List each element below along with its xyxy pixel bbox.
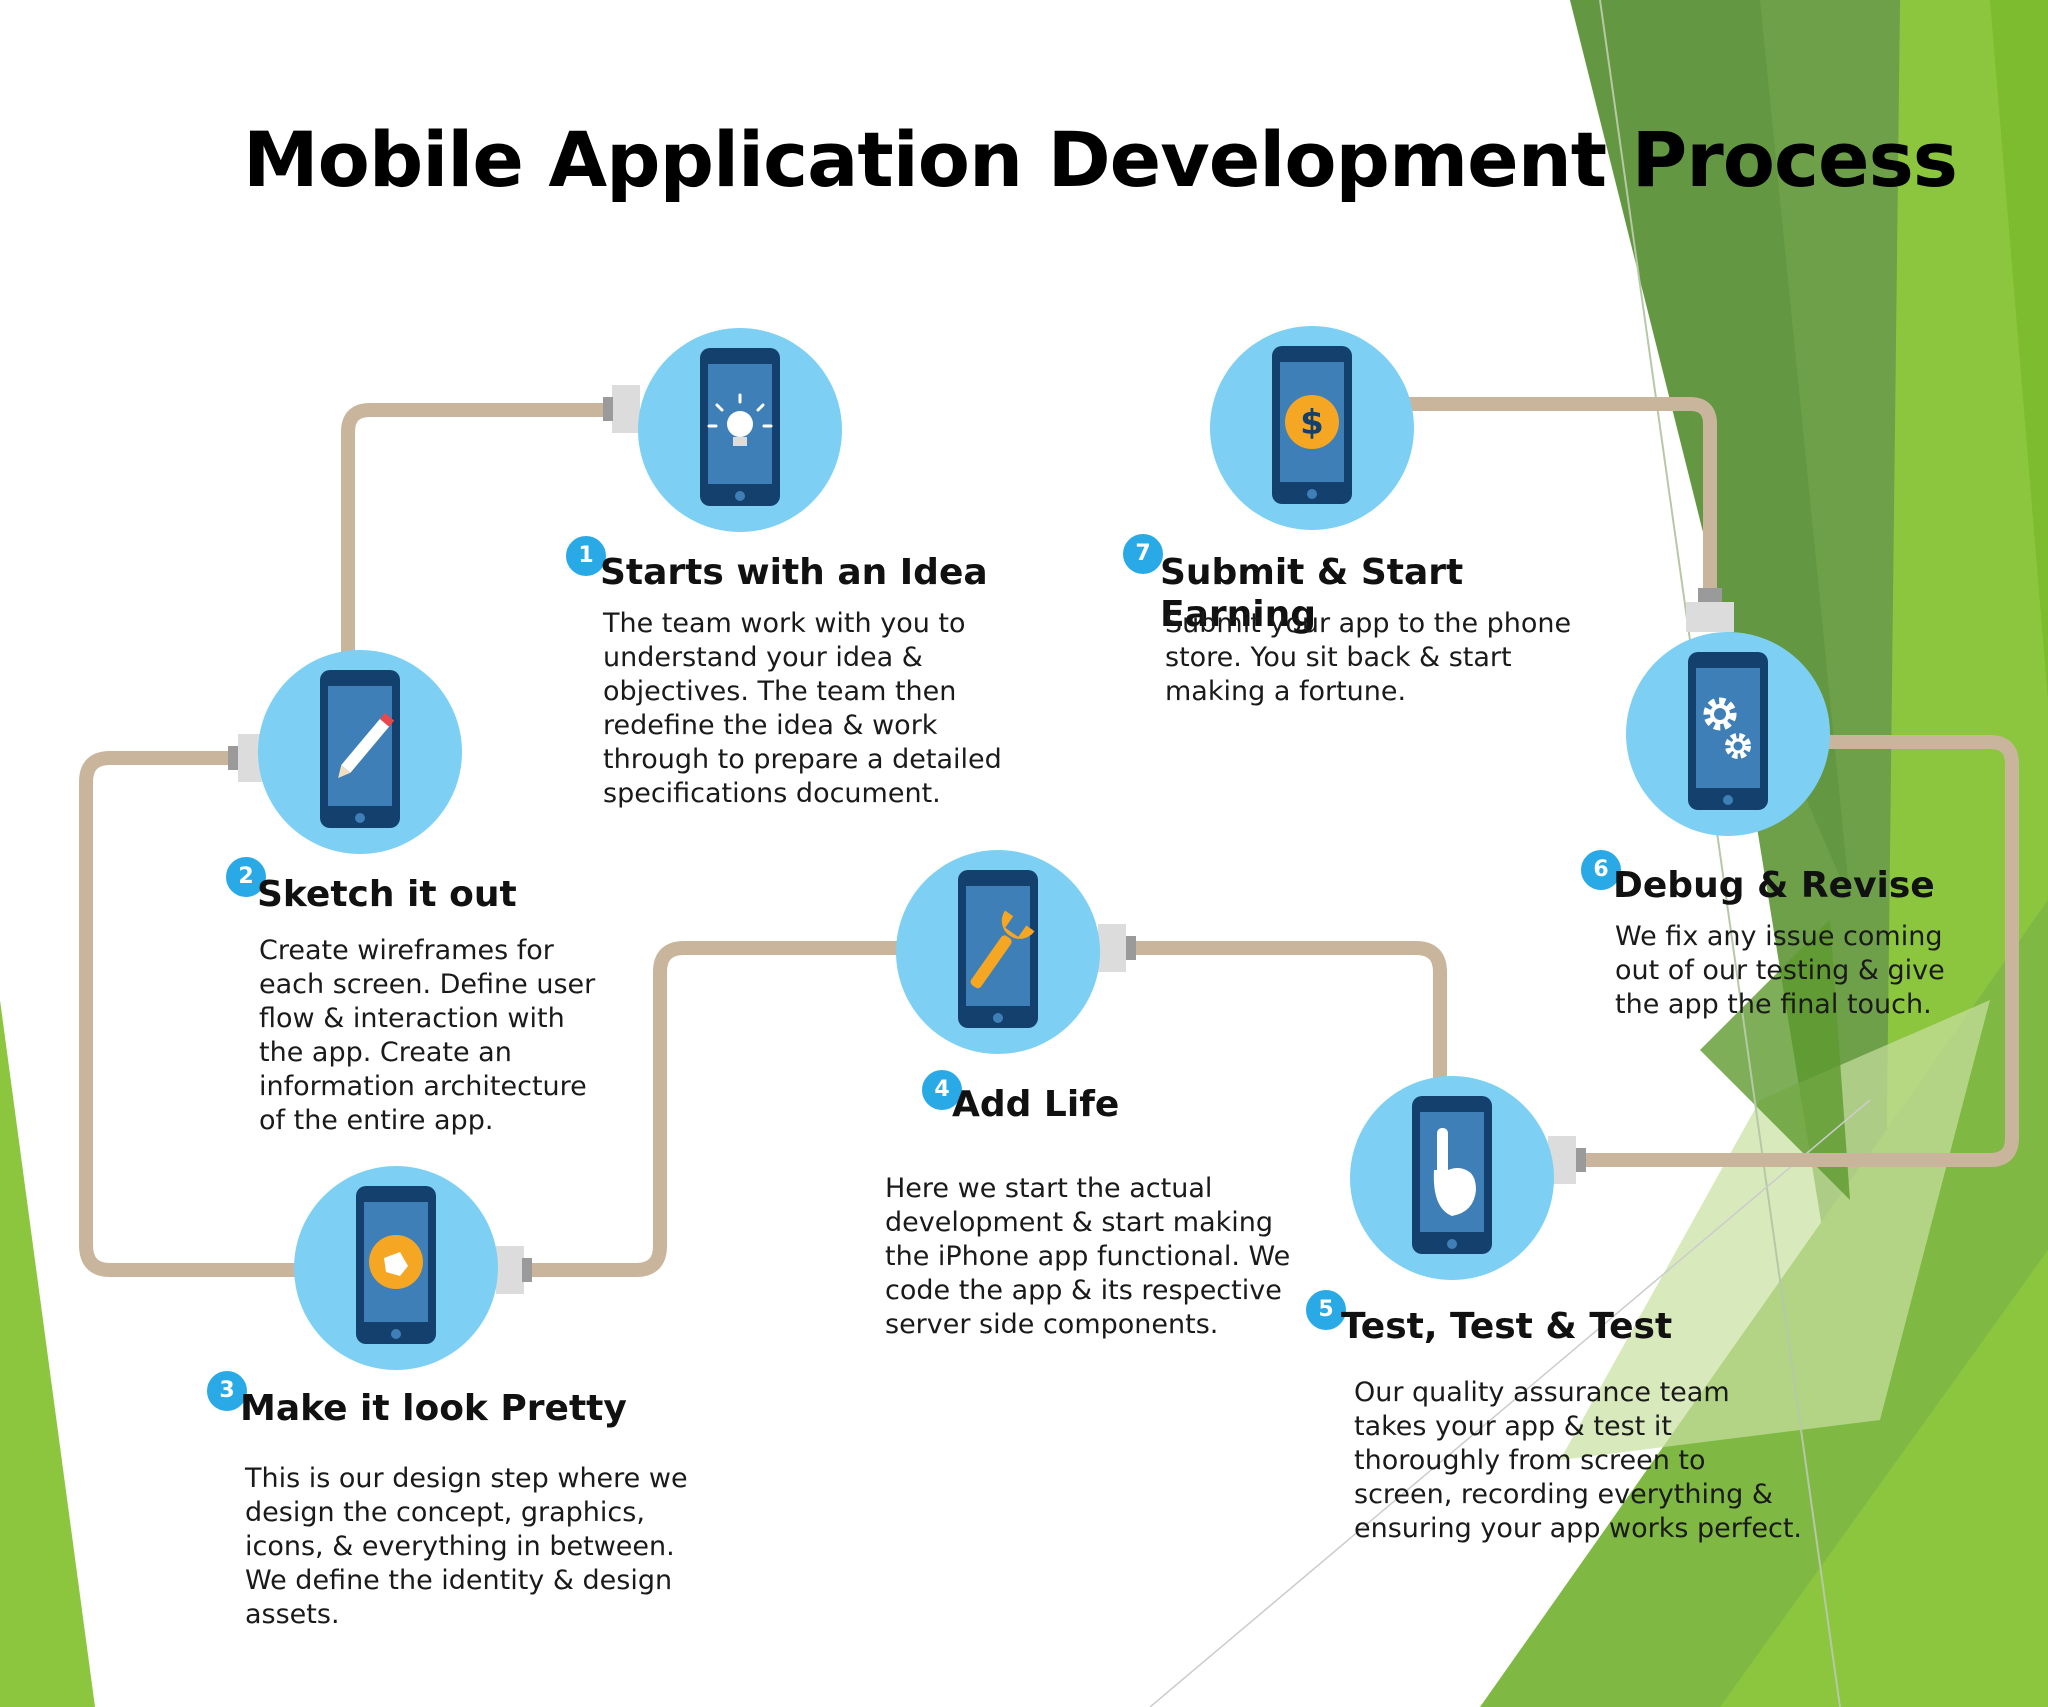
step-3-icon-group	[294, 1166, 498, 1370]
lightbulb-icon	[707, 393, 773, 446]
pencil-icon	[338, 712, 395, 779]
touch-hand-icon	[1433, 1128, 1476, 1216]
plug-life	[1098, 924, 1126, 972]
step-description: We fix any issue coming out of our testi…	[1615, 921, 1945, 1020]
step-description: Our quality assurance team takes your ap…	[1354, 1377, 1803, 1544]
step-number-badge: 5	[1303, 1287, 1349, 1333]
gears-icon	[1703, 697, 1751, 759]
step-2-icon-group	[258, 650, 462, 854]
cable-idea-to-sketch	[341, 403, 617, 667]
step-number-badge: 3	[204, 1368, 250, 1414]
cable-test-to-debug	[1553, 735, 2019, 1167]
step-title: Submit & Start Earning	[1160, 552, 1464, 635]
connector-cables	[79, 397, 2019, 1277]
step-title: Make it look Pretty	[240, 1388, 627, 1429]
step-description: The team work with you to understand you…	[603, 608, 1002, 809]
dollar-coin-icon: $	[1285, 395, 1339, 449]
step-1-icon-group	[638, 328, 842, 532]
cable-sketch-to-pretty	[79, 751, 307, 1277]
step-number-badge: 4	[919, 1067, 965, 1113]
step-5-icon-group	[1350, 1076, 1554, 1280]
page-title: Mobile Application Development Process	[243, 115, 1958, 204]
design-hand-icon	[369, 1235, 423, 1289]
cable-debug-to-submit	[1393, 397, 1717, 617]
wrench-icon	[970, 910, 1035, 989]
step-7-icon-group: $	[1210, 326, 1414, 530]
step-title: Add Life	[952, 1084, 1120, 1125]
step-description: Here we start the actual development & s…	[885, 1173, 1291, 1340]
step-title: Starts with an Idea	[600, 552, 988, 593]
step-title: Sketch it out	[257, 874, 517, 915]
step-title: Debug & Revise	[1613, 865, 1935, 906]
step-description: Create wireframes for each screen. Defin…	[259, 935, 596, 1136]
plug-pretty	[496, 1246, 524, 1294]
step-number-badge: 2	[223, 854, 269, 900]
step-title: Test, Test & Test	[1341, 1306, 1673, 1347]
step-number-badge: 1	[563, 533, 609, 579]
step-6-icon-group	[1626, 632, 1830, 836]
step-4-icon-group	[896, 850, 1100, 1054]
step-number-badge: 7	[1120, 531, 1166, 577]
step-description: Submit your app to the phone store. You …	[1165, 608, 1572, 707]
plug-debug	[1686, 602, 1734, 632]
cable-pretty-to-life	[513, 941, 907, 1277]
step-description: This is our design step where we design …	[245, 1463, 688, 1630]
svg-text:$: $	[1300, 403, 1324, 443]
plug-idea	[612, 385, 640, 433]
step-number-badge: 6	[1578, 847, 1624, 893]
cable-life-to-test	[1123, 941, 1447, 1097]
